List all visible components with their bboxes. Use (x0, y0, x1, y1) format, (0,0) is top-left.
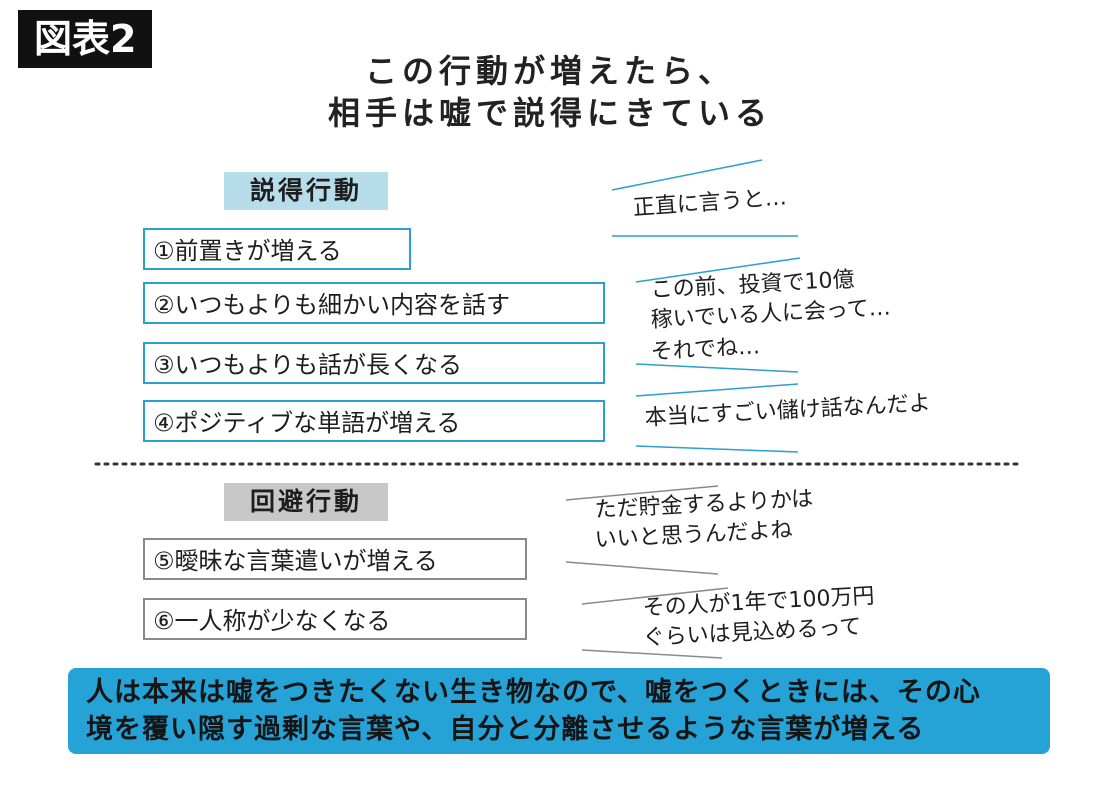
title-line-2: 相手は嘘で説得にきている (327, 94, 772, 132)
title-line-1: この行動が増えたら、 (364, 52, 735, 90)
summary-banner: 人は本来は嘘をつきたくない生き物なので、嘘をつくときには、その心 境を覆い隠す過… (68, 668, 1050, 754)
avoidance-item-1: ⑤曖昧な言葉遣いが増える (143, 538, 527, 580)
avoidance-quote-lines (565, 485, 729, 659)
quote-line (611, 159, 763, 191)
persuasion-item-1: ①前置きが増える (143, 228, 411, 270)
quote-line (565, 485, 719, 501)
persuasion-item-2: ②いつもよりも細かい内容を話す (143, 282, 605, 324)
summary-line-2: 境を覆い隠す過剰な言葉や、自分と分離させるような言葉が増える (86, 714, 925, 745)
persuasion-item-3: ③いつもよりも話が長くなる (143, 342, 605, 384)
quote-line (581, 587, 729, 605)
figure-label: 図表2 (18, 10, 153, 68)
persuasion-quote-4: それでね… (650, 334, 761, 365)
persuasion-item-4: ④ポジティブな単語が増える (143, 400, 605, 442)
quote-line (581, 649, 723, 659)
persuasion-quote-lines (611, 159, 801, 453)
quote-line (635, 383, 799, 397)
summary-line-1: 人は本来は嘘をつきたくない生き物なので、嘘をつくときには、その心 (86, 677, 981, 708)
avoidance-item-2: ⑥一人称が少なくなる (143, 598, 527, 640)
quote-line (635, 445, 799, 453)
persuasion-heading: 説得行動 (224, 172, 388, 210)
quote-line (635, 257, 801, 283)
avoidance-heading: 回避行動 (224, 483, 388, 521)
quote-line (565, 561, 719, 575)
quote-line (635, 363, 799, 373)
